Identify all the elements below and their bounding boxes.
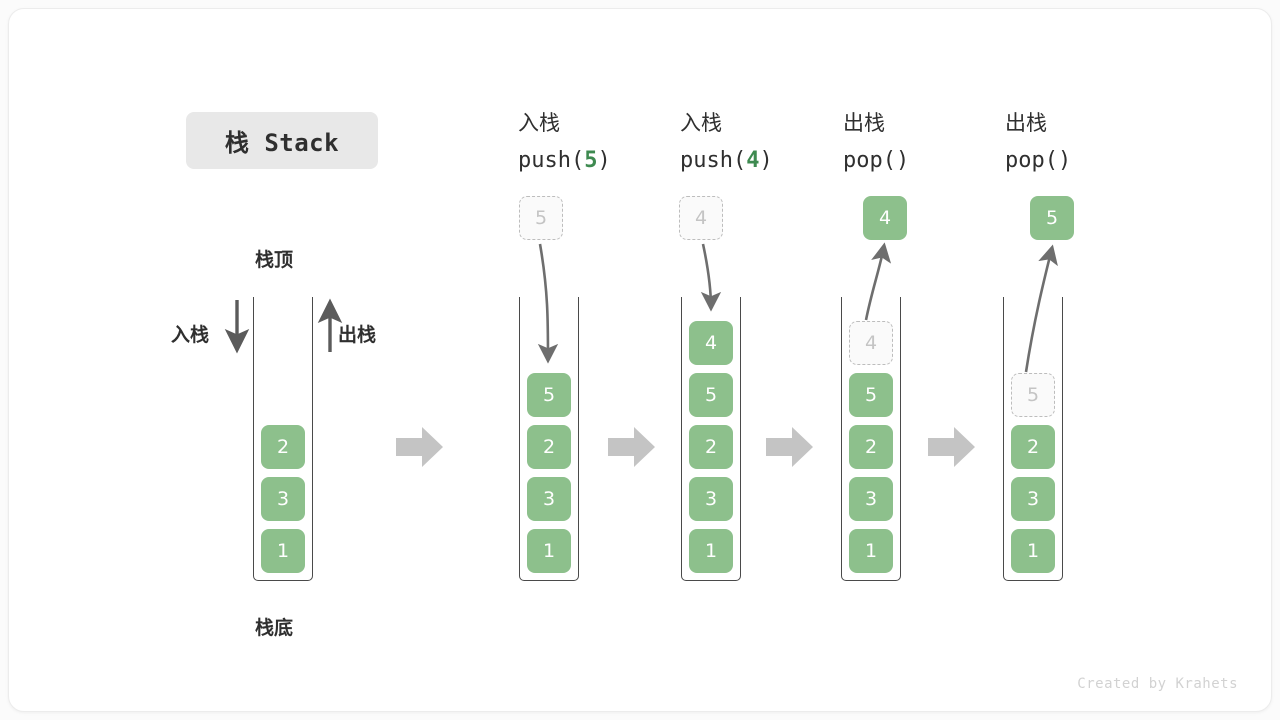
stack-cell: 2 [261,425,305,469]
page-title: 栈 Stack [186,112,378,169]
stack-cell: 1 [527,529,571,573]
stack-top-label: 栈顶 [255,249,294,271]
operation-label: 出栈 [1005,111,1047,135]
stack-container-pop-4 [841,297,901,581]
stack-container-push-4 [681,297,741,581]
ghost-cell-pop-5: 5 [1011,373,1055,417]
stack-cell: 5 [527,373,571,417]
code-suffix: ) [597,148,611,173]
code-argument: 5 [584,148,598,173]
pop-direction-label: 出栈 [338,324,377,346]
step-transition-arrow [766,425,814,469]
code-prefix: push( [680,148,747,173]
stack-cell: 5 [849,373,893,417]
watermark: Created by Krahets [1077,676,1238,692]
code-argument: 4 [746,148,760,173]
operation-code: push(5) [518,142,611,180]
popped-cell-5: 5 [1030,196,1074,240]
popped-cell-4: 4 [863,196,907,240]
stack-container-initial [253,297,313,581]
operation-caption-pop-5: 出栈 pop() [1005,104,1071,180]
stack-cell: 3 [1011,477,1055,521]
stack-cell: 3 [527,477,571,521]
stack-cell: 2 [849,425,893,469]
stack-cell: 5 [689,373,733,417]
stack-container-push-5 [519,297,579,581]
stack-bottom-label: 栈底 [255,617,294,639]
step-transition-arrow [928,425,976,469]
operation-code: push(4) [680,142,773,180]
stack-cell: 3 [849,477,893,521]
stack-cell: 1 [849,529,893,573]
operation-label: 出栈 [843,111,885,135]
stack-cell: 2 [689,425,733,469]
operation-caption-pop-4: 出栈 pop() [843,104,909,180]
stack-cell: 4 [689,321,733,365]
stack-cell: 3 [261,477,305,521]
push-direction-label: 入栈 [171,324,210,346]
ghost-cell-push-5: 5 [519,196,563,240]
stack-cell: 1 [689,529,733,573]
step-transition-arrow [608,425,656,469]
operation-code: pop() [843,148,910,173]
ghost-cell-push-4: 4 [679,196,723,240]
stack-cell: 2 [1011,425,1055,469]
code-prefix: push( [518,148,585,173]
stack-cell: 3 [689,477,733,521]
operation-caption-push-4: 入栈 push(4) [680,104,773,180]
step-transition-arrow [396,425,444,469]
operation-caption-push-5: 入栈 push(5) [518,104,611,180]
operation-label: 入栈 [518,111,560,135]
operation-code: pop() [1005,148,1072,173]
code-suffix: ) [759,148,773,173]
ghost-cell-pop-4: 4 [849,321,893,365]
operation-label: 入栈 [680,111,722,135]
stack-container-pop-5 [1003,297,1063,581]
stack-cell: 1 [1011,529,1055,573]
stack-cell: 2 [527,425,571,469]
stack-cell: 1 [261,529,305,573]
